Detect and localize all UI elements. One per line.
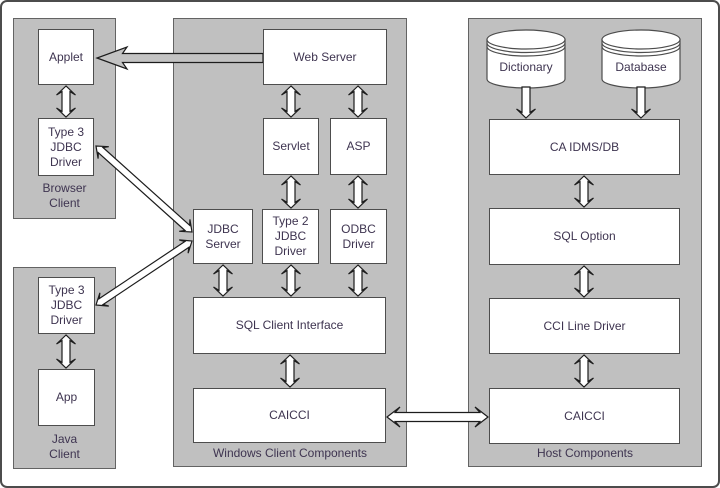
node-label-servlet: Servlet [272, 139, 310, 153]
group-label-browser-client: Browser Client [42, 181, 87, 210]
node-label-app: App [55, 390, 78, 404]
node-label-asp: ASP [346, 139, 371, 153]
node-sql-client-interface: SQL Client Interface [193, 297, 386, 354]
node-caicci-host: CAICCI [489, 388, 680, 444]
node-label-odbc-driver: ODBC Driver [341, 221, 376, 251]
node-asp: ASP [330, 118, 387, 175]
node-odbc-driver: ODBC Driver [330, 209, 387, 264]
node-servlet: Servlet [263, 118, 319, 175]
group-label-windows-client-components: Windows Client Components [212, 446, 368, 460]
node-label-ca-idms-db: CA IDMS/DB [549, 139, 620, 154]
node-label-sql-option: SQL Option [553, 229, 616, 243]
group-label-java-client: Java Client [49, 432, 80, 461]
node-label-caicci-host: CAICCI [564, 408, 605, 423]
node-applet: Applet [38, 29, 94, 85]
node-label-cci-line-driver: CCI Line Driver [543, 318, 626, 333]
node-caicci-windows: CAICCI [193, 388, 386, 443]
node-label-type3-jdbc-driver-java: Type 3 JDBC Driver [48, 283, 85, 327]
cylinder-label-database: Database [615, 60, 667, 74]
node-label-caicci-windows: CAICCI [269, 408, 310, 422]
group-label-host-components: Host Components [536, 446, 634, 460]
node-web-server: Web Server [263, 29, 387, 85]
node-label-applet: Applet [48, 49, 84, 64]
node-type2-jdbc-driver: Type 2 JDBC Driver [262, 209, 319, 264]
node-cci-line-driver: CCI Line Driver [489, 298, 680, 354]
cylinder-label-dictionary: Dictionary [499, 60, 553, 74]
node-app: App [38, 369, 95, 426]
node-jdbc-server: JDBC Server [193, 209, 253, 264]
node-label-type3-jdbc-driver-browser: Type 3 JDBC Driver [47, 124, 85, 169]
node-label-jdbc-server: JDBC Server [205, 221, 241, 251]
node-type3-jdbc-driver-java: Type 3 JDBC Driver [38, 277, 95, 334]
node-label-type2-jdbc-driver: Type 2 JDBC Driver [272, 214, 309, 258]
node-label-sql-client-interface: SQL Client Interface [235, 318, 344, 332]
node-sql-option: SQL Option [489, 208, 680, 265]
node-type3-jdbc-driver-browser: Type 3 JDBC Driver [38, 118, 94, 176]
node-ca-idms-db: CA IDMS/DB [489, 119, 680, 175]
node-label-web-server: Web Server [293, 49, 357, 64]
